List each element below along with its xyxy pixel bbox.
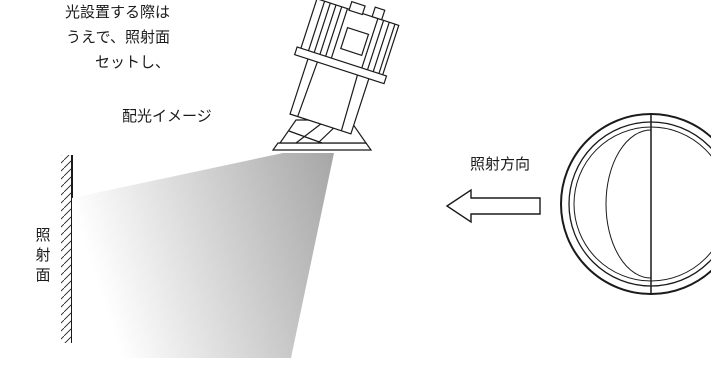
spotlight-fixture bbox=[271, 0, 400, 151]
intro-line: 光設置する際は bbox=[64, 3, 170, 21]
fixture-front-view bbox=[560, 113, 711, 295]
surface-label-char: 面 bbox=[35, 266, 51, 284]
direction-arrow bbox=[445, 188, 541, 224]
wall bbox=[61, 155, 73, 343]
intro-line: うえで、照射面 bbox=[66, 28, 170, 46]
intro-line: セットし、 bbox=[94, 53, 170, 71]
light-pattern-label: 配光イメージ bbox=[122, 107, 212, 125]
surface-label-char: 射 bbox=[35, 246, 51, 264]
intro-text: 光設置する際は うえで、照射面 セットし、 bbox=[0, 0, 170, 75]
surface-label-char: 照 bbox=[35, 226, 51, 244]
direction-label: 照射方向 bbox=[470, 155, 531, 173]
light-beam bbox=[72, 153, 334, 358]
surface-label: 照 射 面 bbox=[33, 225, 53, 285]
